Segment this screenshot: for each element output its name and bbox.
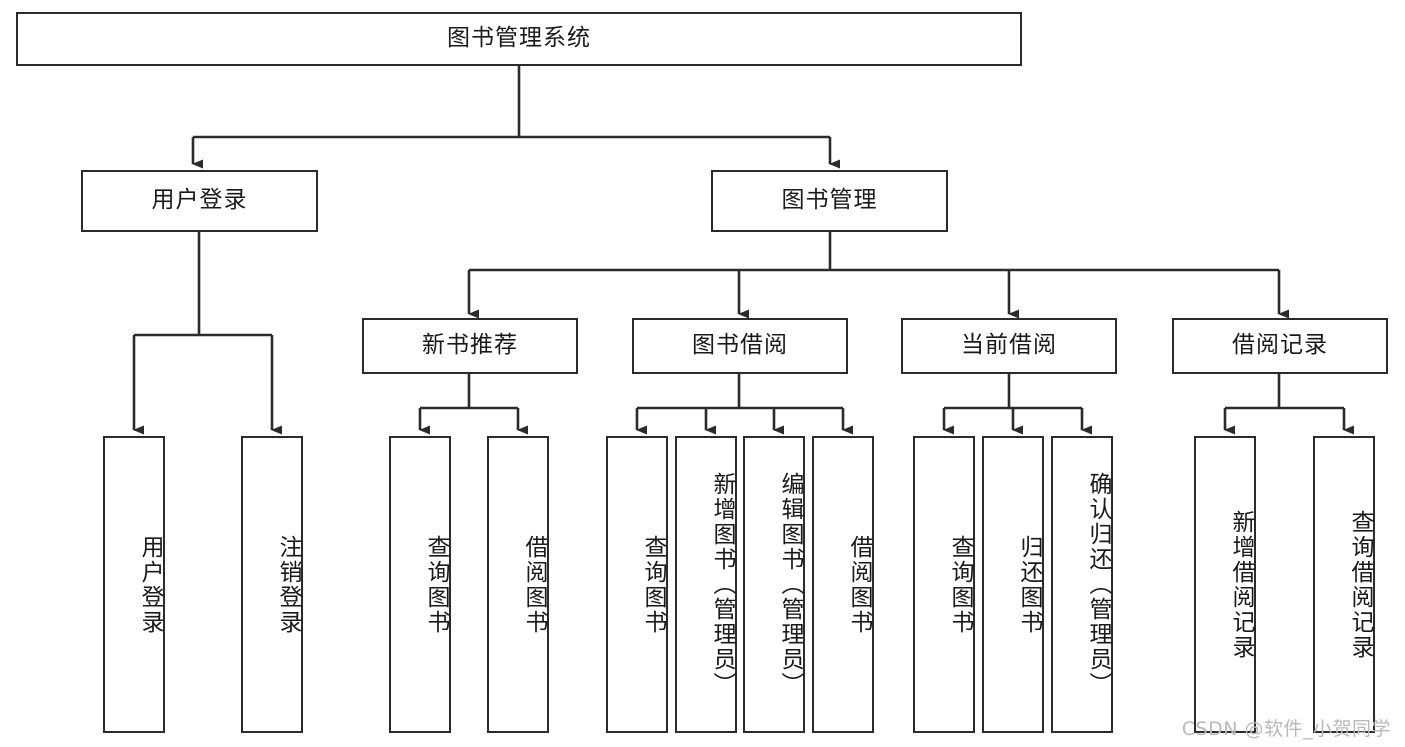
node-label: 借阅图书 <box>846 534 872 635</box>
node-leaf-logout[interactable]: 注销登录 <box>241 436 303 733</box>
node-label: 查询图书 <box>640 534 666 635</box>
node-label: 新增图书（管理员） <box>709 472 735 697</box>
node-label: 查询借阅记录 <box>1347 509 1373 660</box>
node-label: 编辑图书（管理员） <box>777 472 803 697</box>
node-label: 用户登录 <box>137 534 163 635</box>
node-book-management[interactable]: 图书管理 <box>711 170 948 232</box>
node-label: 查询图书 <box>947 534 973 635</box>
node-leaf-borrow-book-recommend[interactable]: 借阅图书 <box>487 436 549 733</box>
node-book-borrow[interactable]: 图书借阅 <box>632 318 848 374</box>
node-leaf-query-borrow-record[interactable]: 查询借阅记录 <box>1313 436 1375 733</box>
node-leaf-query-book-current[interactable]: 查询图书 <box>913 436 975 733</box>
node-borrow-record[interactable]: 借阅记录 <box>1172 318 1388 374</box>
node-current-borrow[interactable]: 当前借阅 <box>901 318 1117 374</box>
node-label: 查询图书 <box>423 534 449 635</box>
node-user-login[interactable]: 用户登录 <box>81 170 318 232</box>
node-leaf-confirm-return-admin[interactable]: 确认归还（管理员） <box>1051 436 1113 733</box>
node-label: 注销登录 <box>275 534 301 635</box>
node-label: 借阅记录 <box>1232 332 1328 359</box>
node-label: 新书推荐 <box>422 332 518 359</box>
node-label: 图书管理系统 <box>447 25 591 52</box>
node-leaf-add-borrow-record[interactable]: 新增借阅记录 <box>1194 436 1256 733</box>
node-leaf-edit-book-admin[interactable]: 编辑图书（管理员） <box>743 436 805 733</box>
node-label: 图书管理 <box>781 187 878 214</box>
node-label: 图书借阅 <box>692 332 788 359</box>
node-leaf-add-book-admin[interactable]: 新增图书（管理员） <box>675 436 737 733</box>
node-leaf-borrow-book[interactable]: 借阅图书 <box>812 436 874 733</box>
node-label: 新增借阅记录 <box>1228 509 1254 660</box>
node-leaf-user-login[interactable]: 用户登录 <box>103 436 165 733</box>
node-root-system[interactable]: 图书管理系统 <box>16 12 1022 66</box>
node-label: 当前借阅 <box>961 332 1057 359</box>
node-leaf-query-book-recommend[interactable]: 查询图书 <box>389 436 451 733</box>
node-label: 用户登录 <box>151 187 248 214</box>
node-leaf-query-book-borrow[interactable]: 查询图书 <box>606 436 668 733</box>
node-leaf-return-book[interactable]: 归还图书 <box>982 436 1044 733</box>
node-new-book-recommend[interactable]: 新书推荐 <box>362 318 578 374</box>
node-label: 借阅图书 <box>521 534 547 635</box>
node-label: 确认归还（管理员） <box>1085 472 1111 697</box>
node-label: 归还图书 <box>1016 534 1042 635</box>
